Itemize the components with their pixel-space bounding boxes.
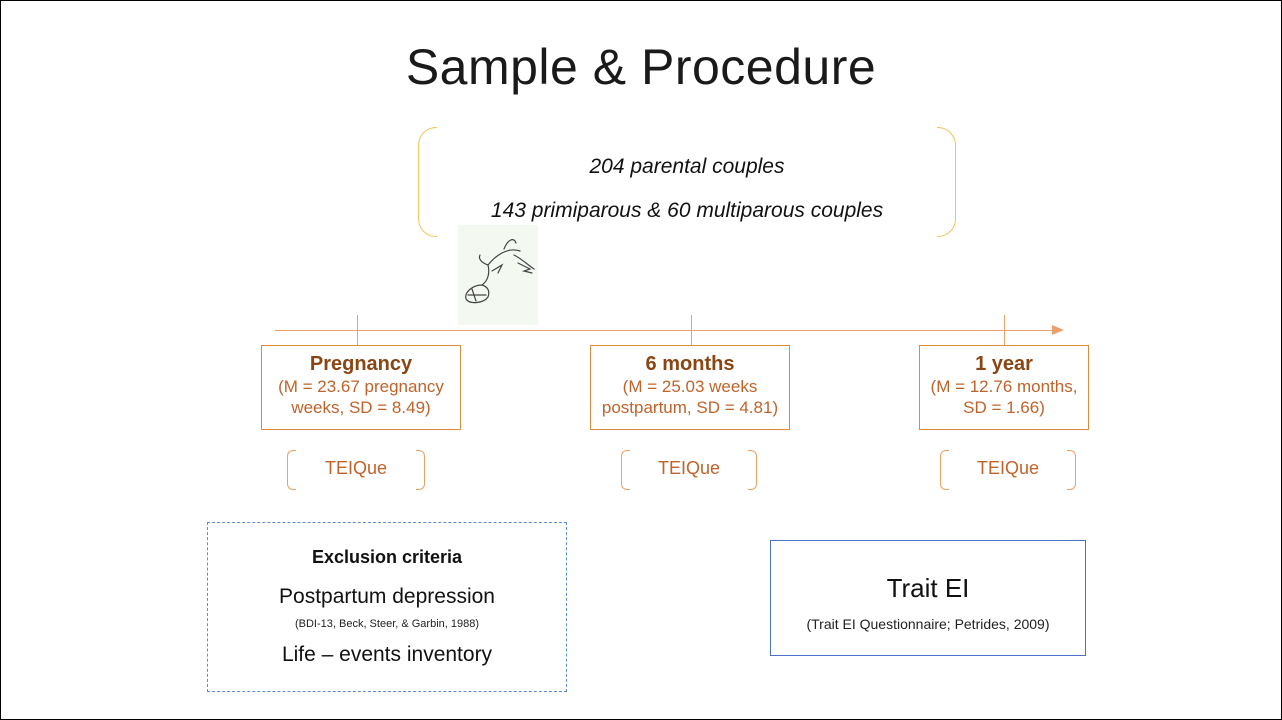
exclusion-criteria-box: Exclusion criteria Postpartum depression… bbox=[207, 522, 567, 692]
timepoint-detail-b: weeks, SD = 8.49) bbox=[291, 398, 431, 417]
timeline-arrowhead bbox=[1052, 325, 1064, 335]
right-brace bbox=[748, 450, 757, 490]
timeline-tick-pregnancy bbox=[357, 315, 358, 345]
sample-parity-text: 143 primiparous & 60 multiparous couples bbox=[490, 199, 884, 222]
timepoint-pregnancy: Pregnancy (M = 23.67 pregnancy weeks, SD… bbox=[261, 345, 461, 430]
measure-teique-pregnancy: TEIQue bbox=[287, 450, 425, 490]
timepoint-detail-a: (M = 12.76 months, bbox=[930, 377, 1078, 396]
exclusion-life-events: Life – events inventory bbox=[281, 643, 493, 666]
timepoint-6-months: 6 months (M = 25.03 weeks postpartum, SD… bbox=[590, 345, 790, 430]
measure-label: TEIQue bbox=[324, 458, 388, 478]
timeline-tick-1-year bbox=[1004, 315, 1005, 345]
sample-couples-text: 204 parental couples bbox=[589, 155, 785, 178]
timepoint-detail-b: postpartum, SD = 4.81) bbox=[601, 398, 779, 417]
trait-ei-reference: (Trait EI Questionnaire; Petrides, 2009) bbox=[806, 616, 1050, 632]
right-brace bbox=[1067, 450, 1076, 490]
timepoint-title: 6 months bbox=[645, 353, 735, 375]
timepoint-title: 1 year bbox=[975, 353, 1033, 375]
left-brace bbox=[287, 450, 296, 490]
measure-label: TEIQue bbox=[657, 458, 721, 478]
sample-brace-box: 204 parental couples 143 primiparous & 6… bbox=[418, 127, 956, 237]
left-brace bbox=[940, 450, 949, 490]
timeline-axis bbox=[275, 330, 1060, 331]
measure-teique-1-year: TEIQue bbox=[940, 450, 1076, 490]
trait-ei-heading: Trait EI bbox=[886, 573, 970, 603]
timepoint-detail-a: (M = 23.67 pregnancy bbox=[278, 377, 444, 396]
timepoint-1-year: 1 year (M = 12.76 months, SD = 1.66) bbox=[919, 345, 1089, 430]
measure-label: TEIQue bbox=[976, 458, 1040, 478]
stork-carrying-baby-icon bbox=[458, 225, 538, 325]
timepoint-title: Pregnancy bbox=[309, 353, 413, 375]
timepoint-detail-b: SD = 1.66) bbox=[963, 398, 1045, 417]
left-brace bbox=[621, 450, 630, 490]
timeline-tick-6-months bbox=[691, 315, 692, 345]
timepoint-detail-a: (M = 25.03 weeks bbox=[622, 377, 758, 396]
exclusion-bdi-reference: (BDI-13, Beck, Steer, & Garbin, 1988) bbox=[294, 618, 480, 630]
exclusion-heading: Exclusion criteria bbox=[311, 547, 463, 567]
slide-title: Sample & Procedure bbox=[405, 39, 877, 95]
exclusion-postpartum-depression: Postpartum depression bbox=[279, 585, 495, 608]
trait-ei-box: Trait EI (Trait EI Questionnaire; Petrid… bbox=[770, 540, 1086, 656]
right-brace bbox=[416, 450, 425, 490]
measure-teique-6-months: TEIQue bbox=[621, 450, 757, 490]
